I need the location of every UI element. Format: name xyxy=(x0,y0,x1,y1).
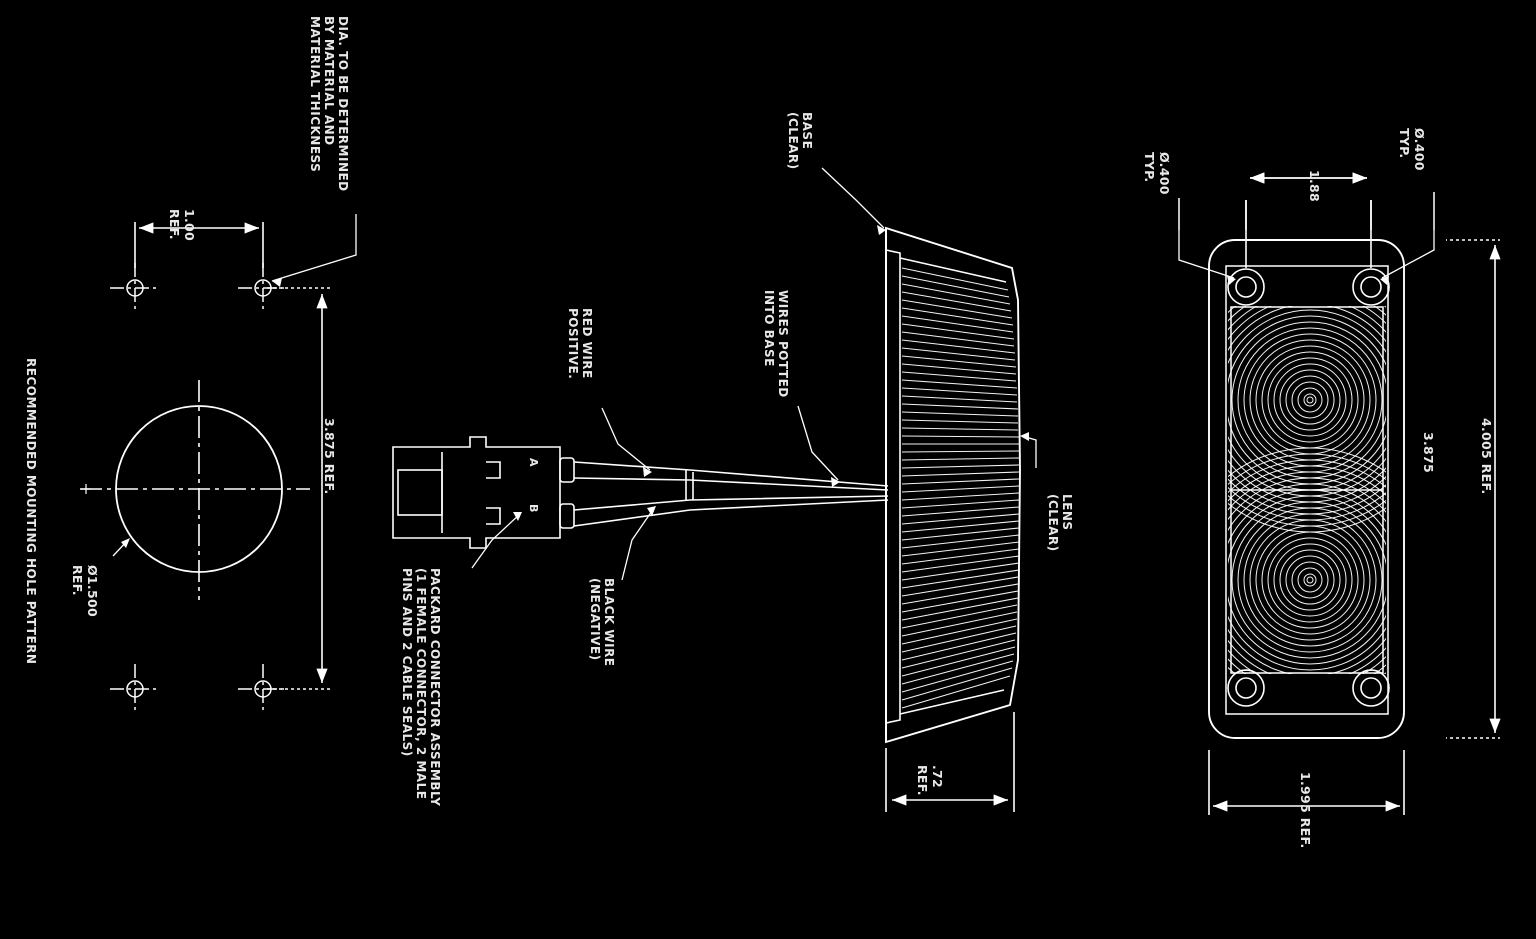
dim-label-hole-dia-left: Ø.400 TYP. xyxy=(1142,152,1172,195)
leader-connector xyxy=(471,513,521,569)
dim-label-hole-dia-right: Ø.400 TYP. xyxy=(1397,128,1427,171)
callout-red-wire: RED WIRE POSITIVE. xyxy=(565,308,594,380)
dim-vertical-pitch xyxy=(267,287,330,690)
leader-black-wire xyxy=(621,507,655,581)
callout-base: BASE (CLEAR) xyxy=(785,112,814,170)
wire-pair xyxy=(573,461,889,527)
leader-wires-potted xyxy=(797,405,839,481)
lens-ribs xyxy=(901,267,1020,709)
connector-pin-b-label: B xyxy=(527,504,540,513)
dim-label-horizontal-pitch: 1.00 REF. xyxy=(167,209,197,242)
packard-connector-body xyxy=(392,436,575,549)
hole-cross-marks xyxy=(110,263,288,714)
dim-front-overall-width xyxy=(1208,742,1405,815)
callout-wires-potted: WIRES POTTED INTO BASE xyxy=(761,290,790,398)
callout-lens: LENS (CLEAR) xyxy=(1045,494,1074,552)
dim-label-front-overall-width: 1.995 REF. xyxy=(1298,772,1313,849)
leader-red-wire xyxy=(601,407,651,471)
dim-label-front-width-pitch: 1.88 xyxy=(1307,170,1322,203)
dim-label-center-hole-dia: Ø1.500 REF. xyxy=(70,565,100,617)
view-title-hole-pattern: RECOMMENDED MOUNTING HOLE PATTERN xyxy=(24,358,38,665)
dim-label-front-overall-height: 4.005 REF. xyxy=(1479,418,1494,495)
lamp-side-profile xyxy=(885,226,1021,744)
dim-label-front-height-pitch: 3.875 xyxy=(1421,432,1436,474)
dim-label-side-depth: .72 REF. xyxy=(915,765,945,796)
callout-packard-connector: PACKARD CONNECTOR ASSEMBLY (1 FEMALE CON… xyxy=(399,568,442,807)
dim-front-overall-height xyxy=(1408,239,1501,739)
dim-label-vertical-pitch: 3.875 REF. xyxy=(322,418,337,495)
dim-side-depth xyxy=(885,712,1015,812)
callout-black-wire: BLACK WIRE (NEGATIVE) xyxy=(587,578,616,667)
connector-pin-a-label: A xyxy=(527,458,540,467)
leader-dia-note xyxy=(271,214,357,282)
leader-base xyxy=(821,167,885,229)
dim-horizontal-pitch xyxy=(134,222,264,268)
note-dia-to-be-determined: DIA. TO BE DETERMINED BY MATERIAL AND MA… xyxy=(307,16,350,192)
